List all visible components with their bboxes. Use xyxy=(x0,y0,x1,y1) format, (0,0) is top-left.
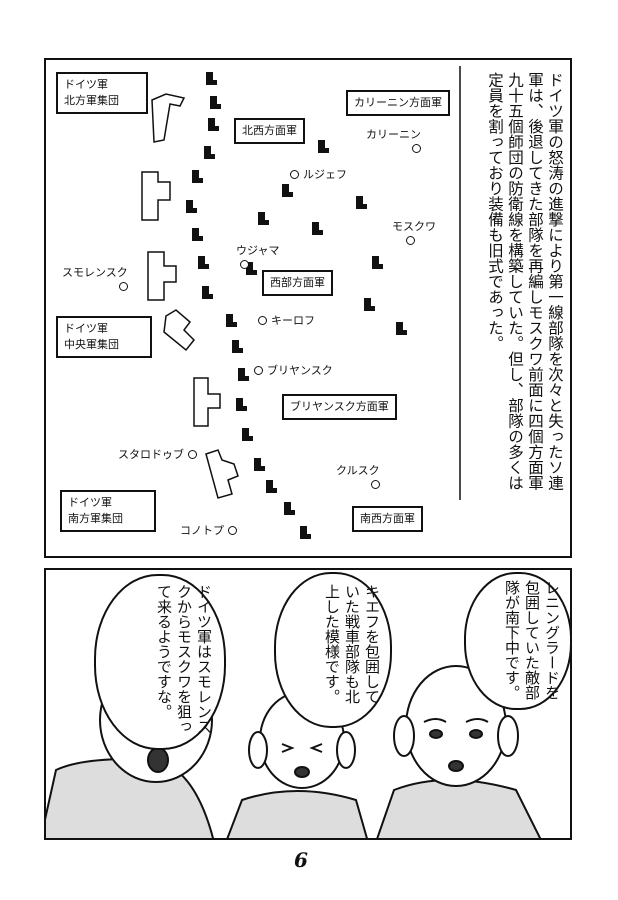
city-kursk: クルスク xyxy=(336,462,380,489)
city-marker xyxy=(254,365,263,375)
german-south-group-label: ドイツ軍 南方軍集団 xyxy=(60,490,156,532)
city-marker xyxy=(188,449,197,459)
german-center-group-label: ドイツ軍 中央軍集団 xyxy=(56,316,152,358)
speech-bubble-right xyxy=(464,572,570,710)
label-line: 南方軍集団 xyxy=(68,512,123,525)
label-line: ドイツ軍 xyxy=(64,322,108,335)
city-kirov: キーロフ xyxy=(258,312,315,328)
right-general xyxy=(376,665,542,838)
city-marker xyxy=(290,169,299,179)
city-starodub: スタロドゥブ xyxy=(118,446,197,462)
city-name: コノトプ xyxy=(180,524,224,537)
city-marker xyxy=(228,525,237,535)
city-marker xyxy=(118,282,128,291)
generals-panel: ドイツ軍はスモレンスクからモスクワを狙って来るようですな。 キエフを包囲していた… xyxy=(44,568,572,840)
city-name: ブリヤンスク xyxy=(267,364,333,377)
label-line: 北方軍集団 xyxy=(64,94,119,107)
city-marker xyxy=(412,144,421,153)
city-name: ウジャマ xyxy=(236,244,280,257)
city-name: キーロフ xyxy=(271,314,315,327)
city-name: スモレンスク xyxy=(62,266,128,279)
kalinin-front-label: カリーニン方面軍 xyxy=(346,90,450,116)
west-front-label: 西部方面軍 xyxy=(262,270,333,296)
label-line: ドイツ軍 xyxy=(68,496,112,509)
city-kalinin: カリーニン xyxy=(366,126,421,153)
city-bryansk: ブリヤンスク xyxy=(254,362,333,378)
city-marker xyxy=(258,315,267,325)
city-marker xyxy=(370,480,380,489)
city-vyazma: ウジャマ xyxy=(236,242,279,269)
northwest-front-label: 北西方面軍 xyxy=(234,118,305,144)
city-marker xyxy=(240,260,249,269)
city-name: スタロドゥブ xyxy=(118,448,184,461)
speech-text-middle: キエフを包囲していた戦車部隊も北上した模様です。 xyxy=(323,584,381,704)
city-smolensk: スモレンスク xyxy=(62,264,128,291)
city-moscow: モスクワ xyxy=(392,218,436,245)
city-name: クルスク xyxy=(336,464,380,477)
speech-text-right: レニングラードを包囲していた敵部隊が南下中です。 xyxy=(503,580,561,700)
city-name: ルジェフ xyxy=(303,168,347,181)
soviet-unit-markers xyxy=(186,72,407,539)
speech-text-left: ドイツ軍はスモレンスクからモスクワを狙って来るようですな。 xyxy=(155,584,213,734)
city-name: カリーニン xyxy=(366,128,421,141)
label-line: 中央軍集団 xyxy=(64,338,119,351)
southwest-front-label: 南西方面軍 xyxy=(352,506,423,532)
city-rzhev: ルジェフ xyxy=(290,166,347,182)
bryansk-front-label: ブリヤンスク方面軍 xyxy=(282,394,397,420)
city-konotop: コノトプ xyxy=(180,522,237,538)
city-marker xyxy=(406,236,415,245)
german-north-group-label: ドイツ軍 北方軍集団 xyxy=(56,72,148,114)
page-number: 6 xyxy=(294,848,308,872)
speech-bubble-middle xyxy=(274,572,392,728)
speech-bubble-left xyxy=(94,574,226,750)
label-line: ドイツ軍 xyxy=(64,78,108,91)
german-unit-outlines xyxy=(141,93,239,499)
map-panel xyxy=(44,58,572,558)
city-name: モスクワ xyxy=(392,220,436,233)
narration-text: ドイツ軍の怒涛の進撃により第一線部隊を次々と失ったソ連軍は、後退してきた部隊を再… xyxy=(486,72,564,491)
